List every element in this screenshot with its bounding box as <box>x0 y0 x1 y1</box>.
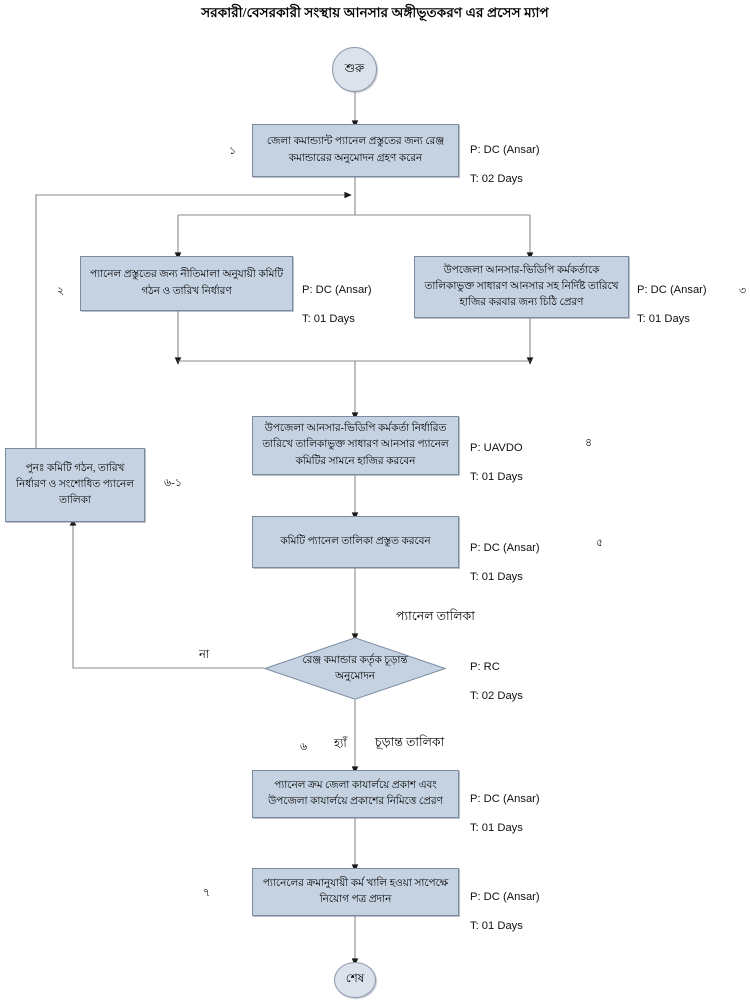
edge-decision-no-to-rework <box>69 518 264 669</box>
process-box-n2[interactable]: প্যানেল প্রস্তুতের জন্য নীতিমালা অনুযায়… <box>80 256 293 311</box>
meta-decision-time: T: 02 Days <box>470 690 523 703</box>
meta-n4-time: T: 01 Days <box>470 471 523 484</box>
meta-n2-performer: P: DC (Ansar) <box>302 283 372 296</box>
decision-input-label: প্যানেল তালিকা <box>396 609 475 623</box>
process-box-n5-label: কমিটি প্যানেল তালিকা প্রস্তুত করবেন <box>280 535 431 547</box>
process-box-n1[interactable]: জেলা কমান্ড্যান্ট প্যানেল প্রস্তুতের জন্… <box>252 124 459 177</box>
meta-n6-performer: P: DC (Ansar) <box>470 792 540 805</box>
process-box-n6[interactable]: প্যানেল ক্রম জেলা কাযার্লয়ে প্রকাশ এবং … <box>252 770 459 818</box>
meta-n1-performer: P: DC (Ansar) <box>470 143 540 156</box>
meta-decision: P: RC T: 02 Days <box>470 645 523 704</box>
process-box-n4-label: উপজেলা আনসার-ভিডিপি কর্মকর্তা নির্ধারিত … <box>262 423 449 467</box>
process-box-n3[interactable]: উপজেলা আনসার-ভিডিপি কর্মকর্তাকে তালিকাভু… <box>414 256 629 318</box>
step-number-n3: ৩ <box>739 285 747 297</box>
meta-n3-performer: P: DC (Ansar) <box>637 283 707 296</box>
terminator-start: শুরু <box>332 47 377 92</box>
edge-rework-loop-top <box>35 191 352 448</box>
meta-n2: P: DC (Ansar) T: 01 Days <box>302 268 372 327</box>
meta-n5: P: DC (Ansar) T: 01 Days <box>470 526 540 585</box>
step-number-decision: ৬ <box>300 741 308 753</box>
meta-n3: P: DC (Ansar) T: 01 Days <box>637 268 707 327</box>
process-box-n4[interactable]: উপজেলা আনসার-ভিডিপি কর্মকর্তা নির্ধারিত … <box>252 416 459 475</box>
step-number-n1: ১ <box>229 145 237 157</box>
meta-n7: P: DC (Ansar) T: 01 Days <box>470 875 540 934</box>
decision-diamond-shape <box>264 637 446 700</box>
process-box-n7[interactable]: প্যানেলের ক্রমানুযায়ী কর্ম খালি হওয়া স… <box>252 868 459 916</box>
meta-n5-time: T: 01 Days <box>470 571 523 584</box>
meta-n4: P: UAVDO T: 01 Days <box>470 426 523 485</box>
decision-yes-output-label: চূড়ান্ত তালিকা <box>375 735 445 749</box>
process-box-n6-label: প্যানেল ক্রম জেলা কাযার্লয়ে প্রকাশ এবং … <box>268 779 443 807</box>
process-box-n3-label: উপজেলা আনসার-ভিডিপি কর্মকর্তাকে তালিকাভু… <box>424 264 619 309</box>
process-box-n7-label: প্যানেলের ক্রমানুযায়ী কর্ম খালি হওয়া স… <box>262 877 449 905</box>
meta-n6: P: DC (Ansar) T: 01 Days <box>470 777 540 836</box>
process-box-n1-label: জেলা কমান্ড্যান্ট প্যানেল প্রস্তুতের জন্… <box>266 136 445 164</box>
meta-n3-time: T: 01 Days <box>637 313 690 326</box>
decision-label: রেঞ্জ কমান্ডার কর্তৃক চূড়ান্ত অনুমোদন <box>302 654 408 682</box>
decision-yes-label: হ্যাঁ <box>334 738 347 750</box>
process-box-rework-label: পুনঃ কমিটি গঠন, তারিখ নির্ধারণ ও সংশোধিত… <box>16 462 134 507</box>
step-number-n2: ২ <box>57 285 65 297</box>
process-box-rework[interactable]: পুনঃ কমিটি গঠন, তারিখ নির্ধারণ ও সংশোধিত… <box>5 448 145 522</box>
page-title: সরকারী/বেসরকারী সংস্থায় আনসার অঙ্গীভূতক… <box>201 5 549 20</box>
step-number-n7: ৭ <box>203 887 211 899</box>
terminator-end-label: শেষ <box>345 971 365 985</box>
step-number-n5: ৫ <box>596 537 604 549</box>
meta-n5-performer: P: DC (Ansar) <box>470 541 540 554</box>
meta-n7-performer: P: DC (Ansar) <box>470 890 540 903</box>
meta-decision-performer: P: RC <box>470 660 500 673</box>
meta-n6-time: T: 01 Days <box>470 822 523 835</box>
meta-n2-time: T: 01 Days <box>302 313 355 326</box>
process-box-n5[interactable]: কমিটি প্যানেল তালিকা প্রস্তুত করবেন <box>252 516 459 568</box>
meta-n7-time: T: 01 Days <box>470 920 523 933</box>
meta-n1: P: DC (Ansar) T: 02 Days <box>470 128 540 187</box>
process-box-n2-label: প্যানেল প্রস্তুতের জন্য নীতিমালা অনুযায়… <box>89 269 284 297</box>
terminator-start-label: শুরু <box>344 60 365 75</box>
terminator-end: শেষ <box>334 962 376 998</box>
meta-n1-time: T: 02 Days <box>470 173 523 186</box>
step-number-n4: ৪ <box>585 437 593 449</box>
step-number-rework: ৬-১ <box>164 477 182 489</box>
meta-n4-performer: P: UAVDO <box>470 441 523 454</box>
decision-no-label: না <box>199 649 210 661</box>
decision-final-approval[interactable]: রেঞ্জ কমান্ডার কর্তৃক চূড়ান্ত অনুমোদন <box>264 637 446 700</box>
